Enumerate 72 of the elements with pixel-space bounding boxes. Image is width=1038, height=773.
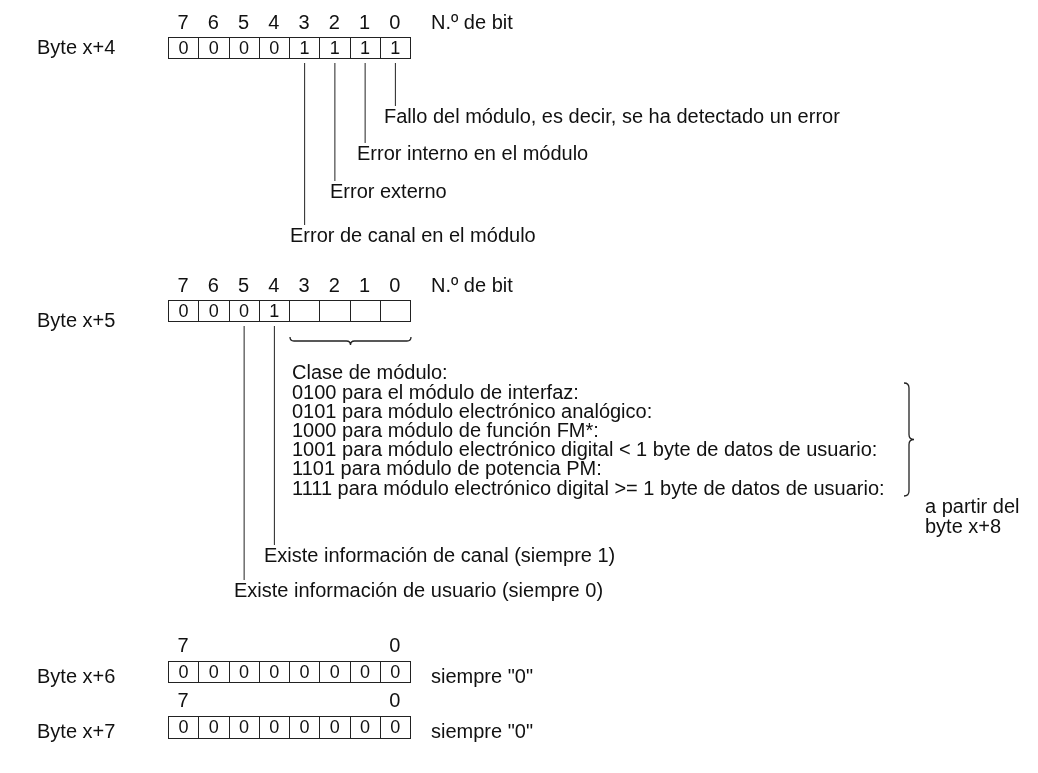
bit-number: 1 bbox=[358, 12, 372, 32]
bit-number: 7 bbox=[176, 690, 190, 710]
bit-number: 7 bbox=[176, 12, 190, 32]
bit-number: 3 bbox=[297, 12, 311, 32]
note-text: siempre "0" bbox=[431, 721, 533, 741]
byte-label: Byte x+7 bbox=[37, 721, 116, 741]
bit-cell: 0 bbox=[198, 660, 230, 683]
byte-label: Byte x+5 bbox=[37, 310, 116, 330]
bit-cell: 0 bbox=[228, 660, 260, 683]
bit-cell: 0 bbox=[168, 299, 200, 322]
bit-number: 5 bbox=[237, 12, 251, 32]
bit-cell: 0 bbox=[379, 716, 411, 739]
bit-cell: 0 bbox=[228, 716, 260, 739]
bit-cell: 0 bbox=[228, 36, 260, 59]
description-text: Existe información de usuario (siempre 0) bbox=[234, 580, 604, 600]
bit-cell: 0 bbox=[319, 660, 351, 683]
bit-number: 6 bbox=[206, 12, 220, 32]
description-text: Fallo del módulo, es decir, se ha detectado un error bbox=[384, 106, 840, 126]
bit-cell: 1 bbox=[379, 36, 411, 59]
bit-cell: 0 bbox=[198, 299, 230, 322]
leader-line bbox=[243, 325, 245, 581]
bit-cell: 0 bbox=[168, 716, 200, 739]
description-text: Error de canal en el módulo bbox=[290, 225, 536, 245]
bit-number: 2 bbox=[327, 12, 341, 32]
bit-cell: 0 bbox=[379, 660, 411, 683]
leader-line bbox=[304, 62, 306, 226]
bit-number: 0 bbox=[388, 635, 402, 655]
leader-line bbox=[364, 62, 366, 144]
bit-cell: 0 bbox=[319, 716, 351, 739]
bit-cell: 1 bbox=[319, 36, 351, 59]
leader-line bbox=[273, 325, 275, 546]
bit-number: 3 bbox=[297, 275, 311, 295]
note-text: siempre "0" bbox=[431, 666, 533, 686]
bit-cell: 0 bbox=[198, 716, 230, 739]
bit-number: 4 bbox=[267, 275, 281, 295]
bit-cell: 0 bbox=[349, 716, 381, 739]
bit-cell: 0 bbox=[349, 660, 381, 683]
axis-label: N.º de bit bbox=[431, 275, 513, 295]
bit-cell: 0 bbox=[228, 299, 260, 322]
bit-cell: 1 bbox=[349, 36, 381, 59]
description-text: Error interno en el módulo bbox=[357, 143, 589, 163]
bit-cell: 0 bbox=[168, 36, 200, 59]
bit-cell: 0 bbox=[198, 36, 230, 59]
description-text: Clase de módulo: bbox=[292, 362, 448, 382]
bit-number: 2 bbox=[327, 275, 341, 295]
bit-number: 5 bbox=[237, 275, 251, 295]
bit-number: 7 bbox=[176, 635, 190, 655]
bit-number: 0 bbox=[388, 275, 402, 295]
description-text: Existe información de canal (siempre 1) bbox=[264, 545, 616, 565]
note-text: a partir del byte x+8 bbox=[925, 496, 1021, 536]
bit-cell: 0 bbox=[289, 716, 321, 739]
bit-number: 4 bbox=[267, 12, 281, 32]
bit-number: 0 bbox=[388, 12, 402, 32]
axis-label: N.º de bit bbox=[431, 12, 513, 32]
bit-number: 6 bbox=[206, 275, 220, 295]
bit-number: 1 bbox=[358, 275, 372, 295]
leader-line bbox=[334, 62, 336, 182]
bit-number: 0 bbox=[388, 690, 402, 710]
code-description: 1111 para módulo electrónico digital >= 1 byte de datos de usuario: bbox=[292, 478, 885, 498]
leader-line bbox=[394, 62, 396, 107]
bit-cell: 0 bbox=[258, 36, 290, 59]
bit-cell: 0 bbox=[258, 716, 290, 739]
bit-cell: 0 bbox=[258, 660, 290, 683]
bit-cell: 1 bbox=[289, 36, 321, 59]
bit-number: 7 bbox=[176, 275, 190, 295]
description-text: Error externo bbox=[330, 181, 447, 201]
bit-cell: 0 bbox=[168, 660, 200, 683]
bit-cell: 0 bbox=[289, 660, 321, 683]
code-description: 0100 para el módulo de interfaz: bbox=[292, 382, 579, 402]
byte-label: Byte x+4 bbox=[37, 37, 116, 57]
bit-cell: 1 bbox=[258, 299, 290, 322]
byte-label: Byte x+6 bbox=[37, 666, 116, 686]
